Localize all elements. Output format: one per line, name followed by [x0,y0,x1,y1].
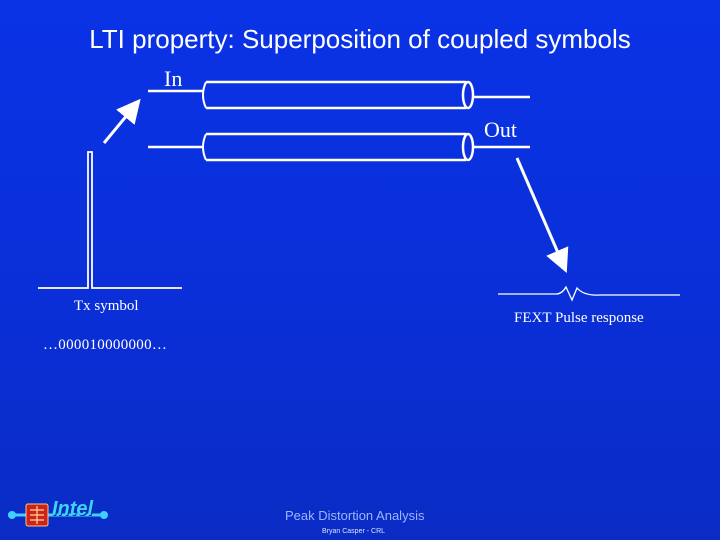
fext-arrow [515,157,569,274]
aggressor-line [202,80,475,110]
in-label: In [164,66,183,91]
victim-line [202,132,475,162]
fext-pulse-label: FEXT Pulse response [514,310,644,326]
logo-text: Intel [52,498,94,520]
out-label: Out [484,117,517,142]
intel-logo-icon [8,503,108,527]
tx-symbol-pulse [38,151,182,289]
tx-arrow [102,98,141,144]
slide-title: LTI property: Superposition of coupled s… [89,24,631,54]
tx-symbol-label: Tx symbol [74,298,139,314]
fext-pulse-response [498,285,680,302]
footer-title: Peak Distortion Analysis [285,508,425,523]
footer-author: Bryan Casper - CRL [322,528,386,535]
bit-sequence-label: …000010000000… [43,337,168,353]
